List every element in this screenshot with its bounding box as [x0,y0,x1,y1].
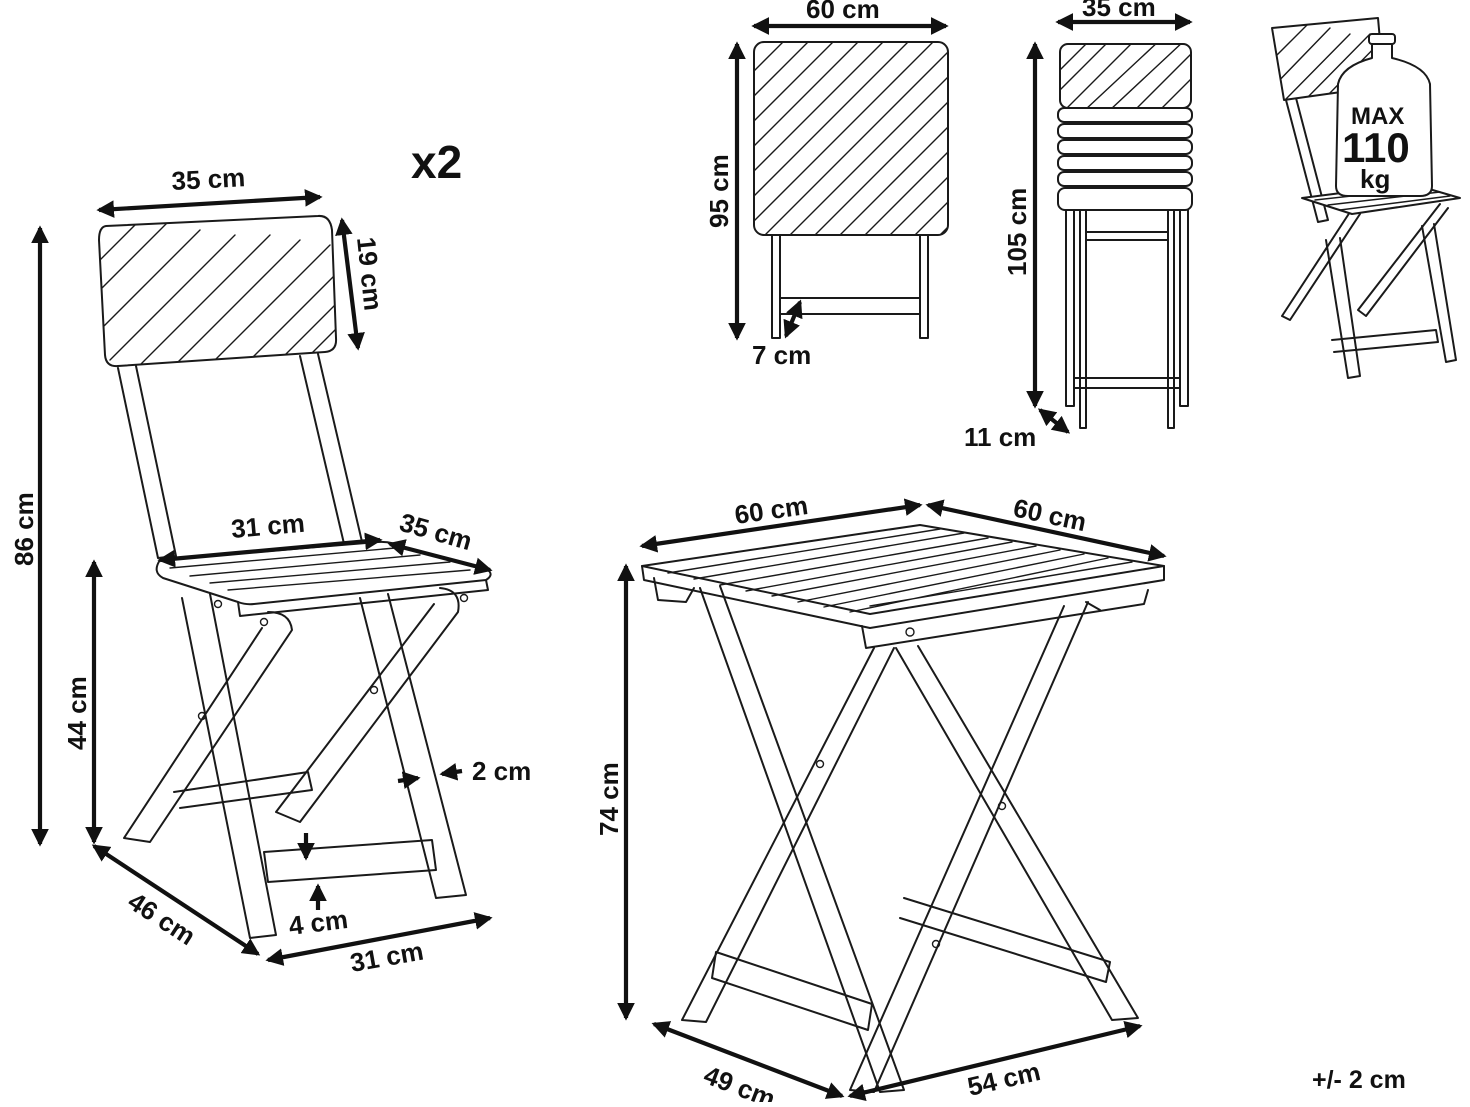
chair-rail-height-label: 4 cm [287,904,349,941]
chair-leg-thickness-label: 2 cm [472,756,531,786]
table-height-label: 74 cm [594,762,624,836]
chair-front-leg-right [359,593,467,899]
folded-chair-height-label: 105 cm [1002,188,1032,276]
chair-backrest-slats [99,219,337,366]
chair-back-leg-left [117,365,177,559]
folded-table-height-label: 95 cm [704,154,734,228]
chair-backrest [98,214,338,368]
load-unit-label: kg [1360,164,1390,194]
chair-seat-width-label: 31 cm [230,508,306,544]
chair-width-top-label: 35 cm [171,162,246,196]
quantity-label: x2 [411,136,462,188]
chair-cross-leg-b [275,587,460,823]
chair-front-leg-left [181,593,277,939]
chair-drawing [98,214,492,939]
folded-chair-thickness-label: 11 cm [964,422,1036,452]
tolerance-label: +/- 2 cm [1312,1066,1406,1094]
weight-bottle-icon [1335,41,1433,197]
folded-table-drawing [753,41,949,339]
chair-total-height-label: 86 cm [9,492,39,566]
chair-base-depth-label: 46 cm [123,886,201,951]
table-base-width-label: 54 cm [965,1056,1044,1102]
folded-chair-drawing [1057,43,1193,429]
folded-table-thickness-label: 7 cm [752,340,811,370]
chair-stretcher-lower [263,839,437,883]
folded-table-width-label: 60 cm [806,0,880,24]
table-drawing [641,524,1165,1093]
folded-chair-width-label: 35 cm [1082,0,1156,22]
folded-table-dimensions: 60 cm 95 cm 7 cm [704,0,949,370]
load-value-label: 110 [1342,124,1410,171]
load-chair-drawing: MAX 110 kg [1271,17,1461,379]
chair-seat-height-label: 44 cm [62,676,92,750]
load-max-label: MAX [1351,103,1404,130]
folded-chair-dimensions: 35 cm 105 cm 11 cm [964,0,1193,452]
chair-back-leg-right [299,353,364,549]
chair-stretcher-back [173,771,313,809]
chair-back-height-label: 19 cm [351,235,389,311]
